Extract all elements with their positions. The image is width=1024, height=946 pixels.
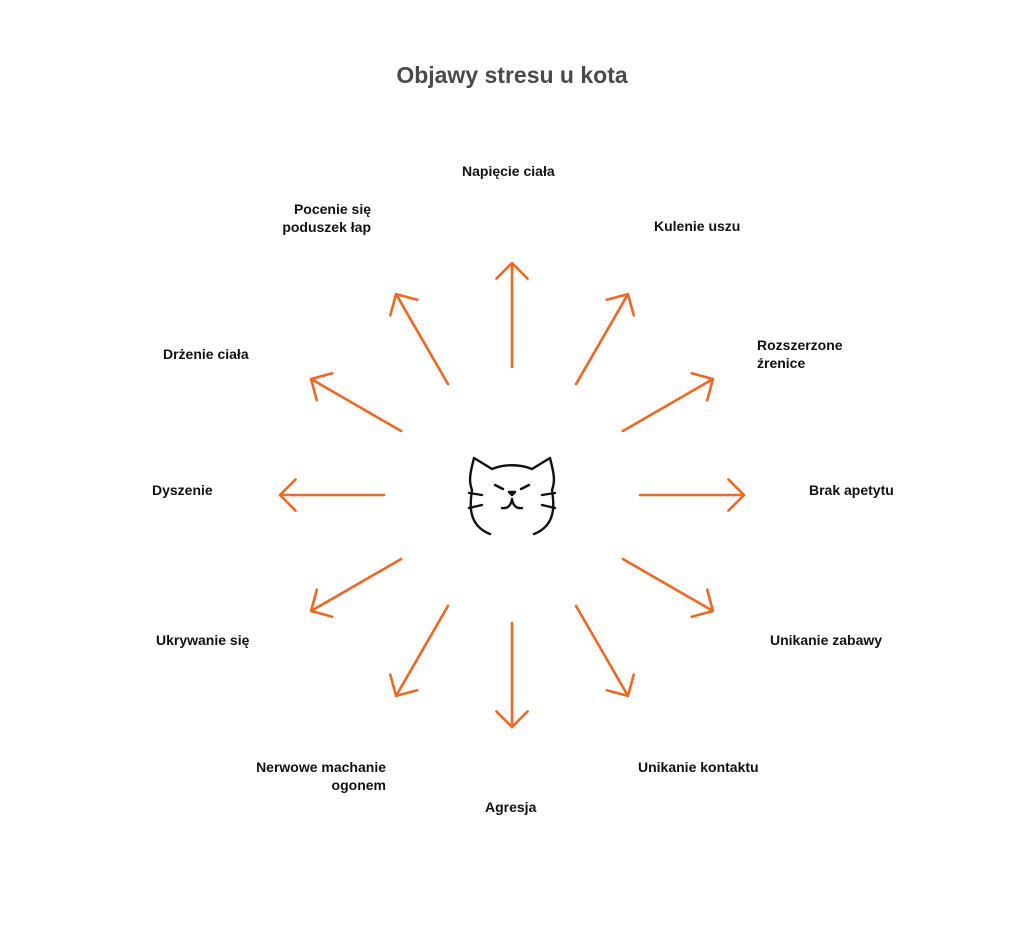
symptom-label-unikanie-zabawy: Unikanie zabawy [770,632,883,648]
arrow-icon [621,557,715,618]
symptom-label-dyszenie: Dyszenie [152,482,213,498]
arrow-icon [574,604,635,698]
symptom-label-drzenie-ciala: Drżenie ciała [163,346,249,362]
arrow-icon [495,621,529,729]
arrow-icon [309,372,403,433]
symptom-label-napiecie-ciala: Napięcie ciała [462,163,555,179]
symptom-label-pocenie-poduszek-lap: Pocenie się poduszek łap [282,201,371,235]
symptom-label-unikanie-kontaktu: Unikanie kontaktu [638,759,759,775]
arrow-icon [389,292,450,386]
symptom-label-nerwowe-machanie-ogonem: Nerwowe machanie ogonem [256,759,386,793]
arrow-icon [638,478,746,512]
symptom-label-brak-apetytu: Brak apetytu [809,482,894,498]
arrow-icon [495,261,529,369]
symptom-label-ukrywanie-sie: Ukrywanie się [156,632,250,648]
symptom-label-rozszerzone-zrenice: Rozszerzone źrenice [757,337,843,371]
cat-face-icon [467,456,557,536]
arrow-icon [621,372,715,433]
arrow-icon [278,478,386,512]
diagram-title: Objawy stresu u kota [396,62,628,88]
arrow-icon [309,557,403,618]
arrow-icon [574,292,635,386]
symptom-label-agresja: Agresja [485,799,537,815]
arrow-icon [389,604,450,698]
symptom-label-kulenie-uszu: Kulenie uszu [654,218,741,234]
